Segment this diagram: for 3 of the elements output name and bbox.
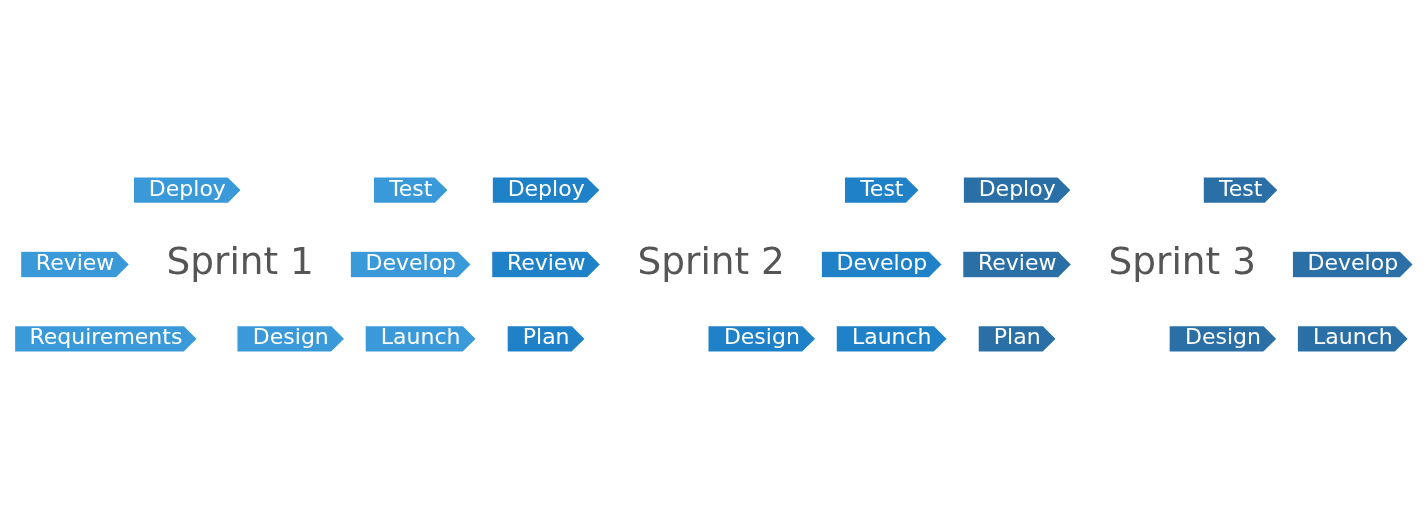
label: Sprint 2 xyxy=(637,238,785,283)
label: Sprint 1 xyxy=(166,238,314,283)
label: Sprint 3 xyxy=(1108,238,1256,283)
